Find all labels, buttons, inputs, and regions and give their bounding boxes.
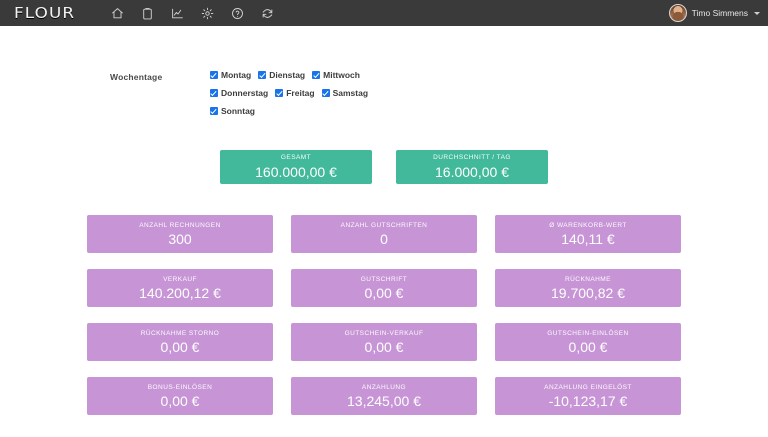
weekday-row: Donnerstag Freitag Samstag <box>210 88 371 98</box>
card-value: 0,00 € <box>568 338 608 355</box>
brand-logo-text: FLOUR <box>14 4 76 22</box>
checkbox-label: Freitag <box>286 88 315 98</box>
metric-card-warenkorb-wert[interactable]: Ø WARENKORB-WERT 140,11 € <box>495 215 681 253</box>
card-value: 140.200,12 € <box>139 284 221 301</box>
card-value: 16.000,00 € <box>435 164 509 180</box>
refresh-icon[interactable] <box>258 4 277 23</box>
checkbox-box[interactable] <box>321 89 330 97</box>
chevron-down-icon[interactable] <box>754 11 760 15</box>
card-title: GUTSCHEIN-VERKAUF <box>344 329 424 337</box>
weekday-filter-label: Wochentage <box>110 72 163 82</box>
checkbox-samstag[interactable]: Samstag <box>321 88 369 98</box>
checkbox-mittwoch[interactable]: Mittwoch <box>312 70 360 80</box>
user-menu[interactable]: Timo Simmens <box>668 0 760 26</box>
metric-card-anzahlung[interactable]: ANZAHLUNG 13,245,00 € <box>291 377 477 415</box>
summary-card-row: GESAMT 160.000,00 € DURCHSCHNITT / TAG 1… <box>0 150 768 184</box>
metric-card-verkauf[interactable]: VERKAUF 140.200,12 € <box>87 269 273 307</box>
checkbox-freitag[interactable]: Freitag <box>275 88 315 98</box>
checkbox-label: Donnerstag <box>221 88 269 98</box>
card-value: 0,00 € <box>364 338 404 355</box>
card-title: GUTSCHRIFT <box>360 275 408 283</box>
checkbox-montag[interactable]: Montag <box>210 70 251 80</box>
weekday-row: Montag Dienstag Mittwoch <box>210 70 371 80</box>
summary-card-durchschnitt-tag[interactable]: DURCHSCHNITT / TAG 16.000,00 € <box>396 150 548 184</box>
metric-card-anzahlung-eingeloest[interactable]: ANZAHLUNG EINGELÖST -10,123,17 € <box>495 377 681 415</box>
card-title: ANZAHL RECHNUNGEN <box>139 221 221 229</box>
clipboard-icon[interactable] <box>138 4 157 23</box>
page-content: Wochentage Montag Dienstag Mittwoch <box>0 70 768 415</box>
checkbox-box[interactable] <box>210 107 218 115</box>
card-title: ANZAHL GUTSCHRIFTEN <box>340 221 428 229</box>
card-title: Ø WARENKORB-WERT <box>549 221 627 229</box>
checkbox-dienstag[interactable]: Dienstag <box>258 70 305 80</box>
weekday-checkbox-groups: Montag Dienstag Mittwoch Donnerstag <box>210 70 371 116</box>
checkbox-box[interactable] <box>258 71 267 79</box>
chart-icon[interactable] <box>168 4 187 23</box>
checkbox-donnerstag[interactable]: Donnerstag <box>210 88 268 98</box>
brand-logo-area[interactable]: FLOUR <box>0 0 98 26</box>
checkbox-box[interactable] <box>210 89 218 97</box>
card-value: 0,00 € <box>364 284 404 301</box>
home-icon[interactable] <box>108 4 127 23</box>
metric-card-gutschein-verkauf[interactable]: GUTSCHEIN-VERKAUF 0,00 € <box>291 323 477 361</box>
checkbox-label: Mittwoch <box>323 70 360 80</box>
checkbox-label: Dienstag <box>269 70 306 80</box>
card-title: GUTSCHEIN-EINLÖSEN <box>547 329 629 337</box>
avatar <box>668 4 687 22</box>
gear-icon[interactable] <box>198 4 217 23</box>
weekday-row: Sonntag <box>210 106 371 116</box>
nav-icon-group <box>108 4 277 23</box>
metric-card-ruecknahme[interactable]: RÜCKNAHME 19.700,82 € <box>495 269 681 307</box>
card-value: 0,00 € <box>160 338 200 355</box>
card-value: 160.000,00 € <box>255 164 337 180</box>
card-title: GESAMT <box>280 154 312 161</box>
card-title: BONUS-EINLÖSEN <box>147 383 213 391</box>
card-value: 0,00 € <box>160 392 200 409</box>
card-title: RÜCKNAHME STORNO <box>140 329 220 337</box>
card-value: 19.700,82 € <box>551 284 625 301</box>
card-title: ANZAHLUNG <box>361 383 407 391</box>
checkbox-sonntag[interactable]: Sonntag <box>210 106 255 116</box>
checkbox-label: Sonntag <box>221 106 255 116</box>
help-icon[interactable] <box>228 4 247 23</box>
card-title: ANZAHLUNG EINGELÖST <box>544 383 632 391</box>
summary-card-gesamt[interactable]: GESAMT 160.000,00 € <box>220 150 372 184</box>
metric-card-gutschein-einloesen[interactable]: GUTSCHEIN-EINLÖSEN 0,00 € <box>495 323 681 361</box>
metric-card-ruecknahme-storno[interactable]: RÜCKNAHME STORNO 0,00 € <box>87 323 273 361</box>
checkbox-label: Samstag <box>332 88 369 98</box>
user-name-label: Timo Simmens <box>691 8 748 18</box>
weekday-filter: Wochentage Montag Dienstag Mittwoch <box>0 70 768 116</box>
card-title: DURCHSCHNITT / TAG <box>433 154 511 161</box>
card-value: 13,245,00 € <box>347 392 421 409</box>
checkbox-box[interactable] <box>312 71 321 79</box>
card-value: 300 <box>168 230 192 247</box>
card-title: RÜCKNAHME <box>565 275 611 283</box>
metric-card-grid: ANZAHL RECHNUNGEN 300 ANZAHL GUTSCHRIFTE… <box>0 215 768 415</box>
metric-card-bonus-einloesen[interactable]: BONUS-EINLÖSEN 0,00 € <box>87 377 273 415</box>
card-value: 0 <box>380 230 388 247</box>
metric-card-anzahl-gutschriften[interactable]: ANZAHL GUTSCHRIFTEN 0 <box>291 215 477 253</box>
checkbox-box[interactable] <box>210 71 218 79</box>
card-title: VERKAUF <box>163 275 197 283</box>
metric-card-gutschrift[interactable]: GUTSCHRIFT 0,00 € <box>291 269 477 307</box>
card-value: -10,123,17 € <box>548 392 628 409</box>
checkbox-label: Montag <box>221 70 252 80</box>
checkbox-box[interactable] <box>275 89 284 97</box>
card-value: 140,11 € <box>561 230 615 247</box>
top-navigation-bar: FLOUR <box>0 0 768 26</box>
metric-card-anzahl-rechnungen[interactable]: ANZAHL RECHNUNGEN 300 <box>87 215 273 253</box>
